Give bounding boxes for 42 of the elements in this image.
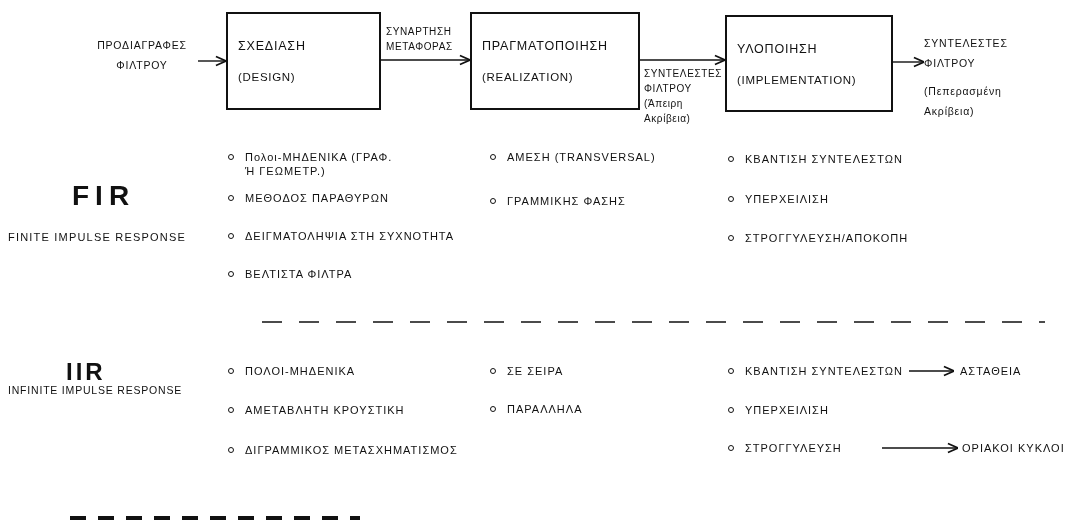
list-item-text: ΥΠΕΡΧΕΙΛΙΣΗ [745,403,829,418]
box-subtitle: (REALIZATION) [482,71,575,83]
box-title: ΥΛΟΠΟΙΗΣΗ [737,41,819,56]
process-box [725,15,893,112]
list-item-text: ΚΒΑΝΤΙΣΗ ΣΥΝΤΕΛΕΣΤΩΝ [745,364,903,379]
node-text: ΠΡΟΔΙΑΓΡΑΦΕΣ ΦΙΛΤΡΟΥ [96,38,188,73]
list-item-text: ΚΒΑΝΤΙΣΗ ΣΥΝΤΕΛΕΣΤΩΝ [745,152,903,167]
list-item-text: ΣΤΡΟΓΓΥΛΕΥΣΗ/ΑΠΟΚΟΠΗ [745,231,909,246]
list-item-text: ΓΡΑΜΜΙΚΗΣ ΦΑΣΗΣ [507,194,626,209]
list-item-text: ΔΙΓΡΑΜΜΙΚΟΣ ΜΕΤΑΣΧΗΜΑΤΙΣΜΟΣ [245,443,458,458]
list-item-text: Πολοι-ΜΗΔΕΝΙΚΑ (ΓΡΑΦ. Ή ΓΕΩΜΕΤΡ.) [245,150,394,179]
box-subtitle: (IMPLEMENTATION) [737,73,858,86]
node-text: ΣΥΝΤΕΛΕΣΤΕΣ ΦΙΛΤΡΟΥ [924,36,1009,71]
list-item-text: ΜΕΘΟΔΟΣ ΠΑΡΑΘΥΡΩΝ [245,191,389,206]
list-item-text: ΔΕΙΓΜΑΤΟΛΗΨΙΑ ΣΤΗ ΣΥΧΝΟΤΗΤΑ [245,229,455,244]
section-subtitle: FINITE IMPULSE RESPONSE [8,230,186,245]
process-box [226,12,381,110]
list-item-text: ΑΜΕΤΑΒΛΗΤΗ ΚΡΟΥΣΤΙΚΗ [245,403,405,418]
list-item-text: ΑΜΕΣΗ (TRANSVERSAL) [507,150,656,165]
list-item-text: ΒΕΛΤΙΣΤΑ ΦΙΛΤΡΑ [245,267,353,282]
section-heading: IIR [66,357,106,386]
arrow [380,54,471,66]
section-heading: FIR [72,179,136,213]
arrow [908,365,955,377]
list-item-text: ΥΠΕΡΧΕΙΛΙΣΗ [745,192,829,207]
box-title: ΠΡΑΓΜΑΤΟΠΟΙΗΣΗ [482,39,609,53]
list-item-text: ΑΣΤΑΘΕΙΑ [960,364,1022,379]
arrow [892,56,925,68]
list-item-text: ΠΟΛΟΙ-ΜΗΔΕΝΙΚΑ [245,364,356,379]
list-item-text: ΟΡΙΑΚΟΙ ΚΥΚΛΟΙ [962,441,1065,456]
arrow [639,54,726,66]
arrow [197,55,227,67]
box-title: ΣΧΕΔΙΑΣΗ [238,39,307,53]
edge-label: ΣΥΝΤΕΛΕΣΤΕΣ ΦΙΛΤΡΟΥ (Άπειρη Ακρίβεια) [644,66,724,126]
arrow [881,442,959,454]
process-box [470,12,640,110]
list-item-text: ΣΕ ΣΕΙΡΑ [507,364,564,379]
list-item-text: ΣΤΡΟΓΓΥΛΕΥΣΗ [745,441,842,456]
box-subtitle: (DESIGN) [238,71,297,83]
list-item-text: ΠΑΡΑΛΛΗΛΑ [507,402,583,417]
section-subtitle: INFINITE IMPULSE RESPONSE [8,384,183,398]
node-text: (Πεπερασμένη Ακρίβεια) [924,83,1003,119]
